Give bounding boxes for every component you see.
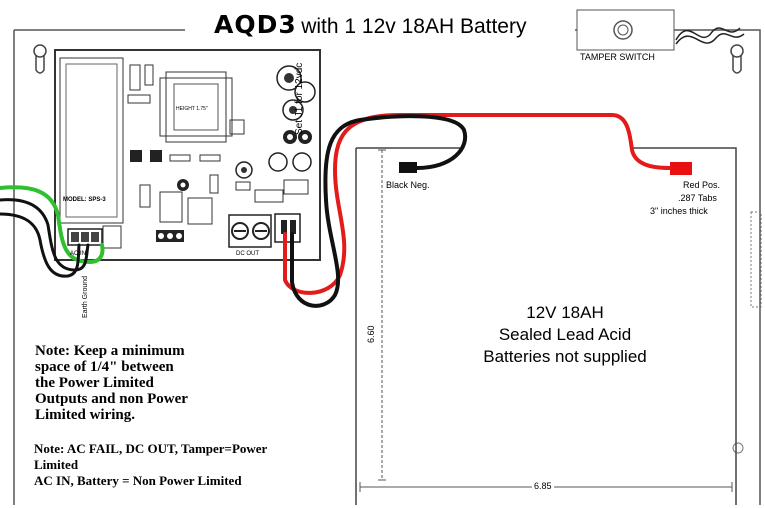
main-note-line-2: space of 1/4" between — [35, 359, 174, 375]
secondary-note: Note: AC FAIL, DC OUT, Tamper=Power Limi… — [34, 441, 267, 489]
red-pos-label: Red Pos. — [683, 180, 721, 190]
ac-wire-green — [0, 185, 105, 265]
board-model-label: MODEL: SPS-3 — [63, 197, 106, 203]
ac-wire-black-2 — [0, 212, 81, 278]
battery-width-dim: 6.85 — [532, 481, 554, 491]
side-panel — [750, 211, 762, 308]
battery-line-3: Batteries not supplied — [483, 347, 647, 366]
jumper-label: Set J1 for 12vdc — [294, 62, 305, 135]
black-neg-label: Black Neg. — [386, 180, 430, 190]
title-model: AQD3 — [214, 10, 297, 39]
main-note-line-1: Note: Keep a minimum — [35, 343, 185, 359]
main-note: Note: Keep a minimum space of 1/4" betwe… — [35, 343, 188, 423]
battery-line-1: 12V 18AH — [526, 303, 604, 322]
tamper-switch — [576, 9, 745, 51]
battery-text: 12V 18AH Sealed Lead Acid Batteries not … — [440, 302, 690, 368]
battery-outline — [355, 147, 737, 505]
secondary-note-line-1: Note: AC FAIL, DC OUT, Tamper=Power — [34, 441, 268, 456]
battery-line-2: Sealed Lead Acid — [498, 325, 632, 344]
tamper-switch-label: TAMPER SWITCH — [580, 52, 655, 62]
positive-terminal — [670, 162, 692, 175]
secondary-note-line-3: AC IN, Battery = Non Power Limited — [34, 473, 242, 488]
power-supply-board: HEIGHT 1.75" — [54, 49, 321, 261]
secondary-note-line-2: Limited — [34, 457, 79, 472]
ac-wire-black-1 — [0, 198, 90, 272]
diagram-title: AQD3 with 1 12v 18AH Battery — [214, 10, 526, 39]
earth-ground-label: Earth Ground — [82, 275, 89, 318]
main-note-line-3: the Power Limited — [35, 375, 154, 391]
dc-out-terminal-label: DC OUT — [236, 251, 259, 257]
negative-terminal — [399, 162, 417, 173]
battery-height-dim: 6.60 — [366, 325, 376, 343]
keyhole-mount-left-icon — [33, 44, 47, 74]
red-battery-wire — [283, 113, 672, 295]
title-description: with 1 12v 18AH Battery — [301, 15, 527, 38]
main-note-line-4: Outputs and non Power — [35, 391, 188, 407]
svg-text:HEIGHT 1.75": HEIGHT 1.75" — [176, 106, 208, 112]
main-note-line-5: Limited wiring. — [35, 407, 135, 423]
keyhole-mount-right-icon — [730, 44, 744, 74]
black-battery-wire — [290, 114, 468, 308]
mount-hole — [732, 442, 744, 454]
thickness-label: 3" inches thick — [650, 206, 708, 216]
tabs-label: .287 Tabs — [678, 193, 717, 203]
wires — [0, 113, 672, 308]
ac-in-terminal-label: AC IN — [70, 251, 87, 257]
